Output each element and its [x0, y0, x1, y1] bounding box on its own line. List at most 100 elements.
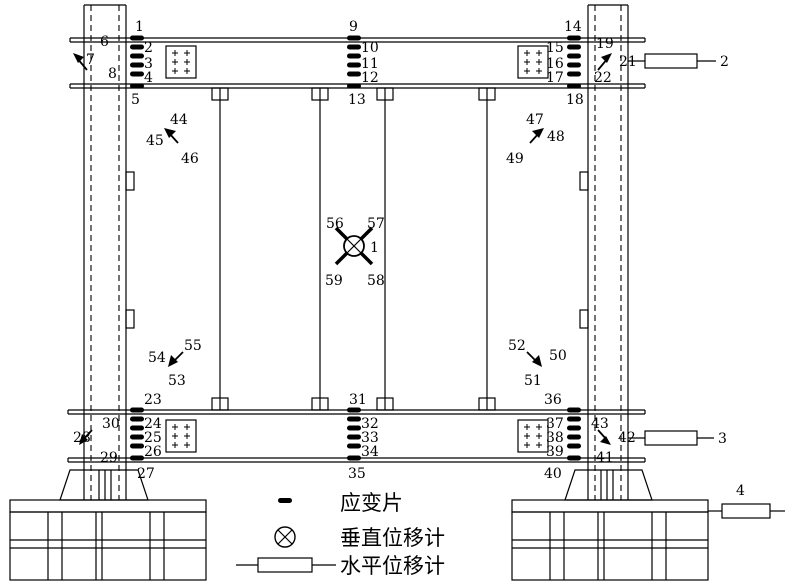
lvdt-2: 2 [628, 53, 729, 70]
infill-stiffeners [125, 87, 589, 411]
gauge-label: 42 [618, 430, 636, 446]
gauge-label: 54 [148, 350, 166, 366]
gauge-label: 12 [361, 70, 379, 86]
bolt-plates [165, 45, 549, 453]
gauge-label: 19 [596, 36, 614, 52]
strain-gauge-dash [130, 35, 144, 41]
center-displacement-meter [334, 226, 374, 266]
strain-gauge-dash [567, 71, 581, 77]
gauge-label: 22 [594, 70, 612, 86]
gauge-label: 30 [102, 416, 120, 432]
right-base [511, 469, 709, 581]
strain-gauge-dash [567, 53, 581, 59]
gauge-label: 2 [144, 40, 153, 56]
legend-strain-gauge-icon [278, 498, 292, 503]
gauge-label: 31 [349, 392, 367, 408]
gauge-label: 27 [137, 466, 155, 482]
gauge-label: 13 [348, 92, 366, 108]
gauge-label: 1 [370, 240, 379, 256]
legend-horizontal-displacement-label: 水平位移计 [340, 554, 445, 578]
strain-gauge-dash [130, 83, 144, 89]
gauge-label: 44 [170, 112, 188, 128]
gauge-label: 9 [349, 19, 358, 35]
gauge-label: 14 [564, 19, 582, 35]
gauge-label: 57 [367, 216, 385, 232]
strain-gauge-dash [347, 35, 361, 41]
bottom-beam [67, 409, 646, 463]
strain-gauge-dash [347, 44, 361, 50]
lvdt-label-4: 4 [736, 483, 745, 499]
arrow-up-left-icon [73, 53, 88, 71]
strain-gauge-dash [130, 71, 144, 77]
lvdt-4: 4 [708, 483, 785, 519]
gauge-label: 15 [546, 40, 564, 56]
strain-gauges [130, 35, 581, 461]
gauge-label: 6 [100, 34, 109, 50]
left-base [9, 469, 207, 581]
gauge-label: 11 [361, 56, 379, 72]
gauge-label: 34 [361, 444, 379, 460]
gauge-label: 47 [526, 112, 544, 128]
strain-gauge-dash [567, 83, 581, 89]
gauge-label: 59 [325, 273, 343, 289]
gauge-label: 49 [506, 151, 524, 167]
gauge-label: 35 [348, 466, 366, 482]
gauge-label: 3 [144, 56, 153, 72]
legend: 应变片 垂直位移计 水平位移计 [236, 491, 445, 578]
gauge-label: 51 [524, 373, 542, 389]
gauge-label: 39 [546, 444, 564, 460]
gauge-label: 41 [596, 450, 614, 466]
gauge-label: 24 [144, 416, 162, 432]
strain-gauge-dash [130, 443, 144, 449]
arrow-down-right-icon [597, 429, 611, 445]
arrow-up-right-icon [597, 53, 612, 71]
legend-strain-gauge-label: 应变片 [340, 491, 403, 515]
gauge-label: 10 [361, 40, 379, 56]
gauge-label: 36 [544, 392, 562, 408]
strain-gauge-dash [130, 44, 144, 50]
strain-gauge-dash [567, 407, 581, 413]
strain-gauge-dash [347, 407, 361, 413]
gauge-label: 33 [361, 430, 379, 446]
strain-gauge-dash [347, 53, 361, 59]
gauge-label: 55 [184, 338, 202, 354]
gauge-label: 16 [546, 56, 564, 72]
arrow-down-left-icon [79, 429, 93, 445]
arrow-up-right-icon [529, 128, 544, 144]
strain-gauge-dash [567, 44, 581, 50]
gauge-label: 52 [508, 338, 526, 354]
strain-gauge-dash [567, 455, 581, 461]
lvdt-label-3: 3 [718, 431, 727, 447]
gauge-label: 43 [591, 416, 609, 432]
strain-gauge-dash [130, 53, 144, 59]
strain-gauge-dash [130, 407, 144, 413]
gauge-label: 48 [547, 129, 565, 145]
gauge-label: 8 [108, 66, 117, 82]
strain-gauge-dash [347, 455, 361, 461]
strain-gauge-dash [567, 443, 581, 449]
gauge-label: 17 [546, 70, 564, 86]
lvdt-label-2: 2 [720, 54, 729, 70]
gauge-label: 1 [135, 19, 144, 35]
strain-gauge-dash [567, 35, 581, 41]
gauge-label: 4 [144, 70, 153, 86]
gauge-label: 58 [367, 273, 385, 289]
strain-gauge-dash [567, 62, 581, 68]
strain-gauge-dash [347, 83, 361, 89]
strain-gauge-dash [130, 434, 144, 440]
gauge-label: 21 [619, 54, 637, 70]
rosette-arrows [73, 53, 612, 445]
strain-gauge-dash [347, 416, 361, 422]
strain-gauge-dash [567, 416, 581, 422]
strain-gauge-dash [347, 62, 361, 68]
lvdt-3: 3 [628, 430, 727, 447]
strain-gauge-dash [347, 434, 361, 440]
arrow-down-right-icon [526, 351, 542, 367]
strain-gauge-dash [567, 434, 581, 440]
gauge-label: 46 [181, 151, 199, 167]
strain-gauge-dash [347, 443, 361, 449]
gauge-label: 40 [544, 466, 562, 482]
gauge-label: 25 [144, 430, 162, 446]
